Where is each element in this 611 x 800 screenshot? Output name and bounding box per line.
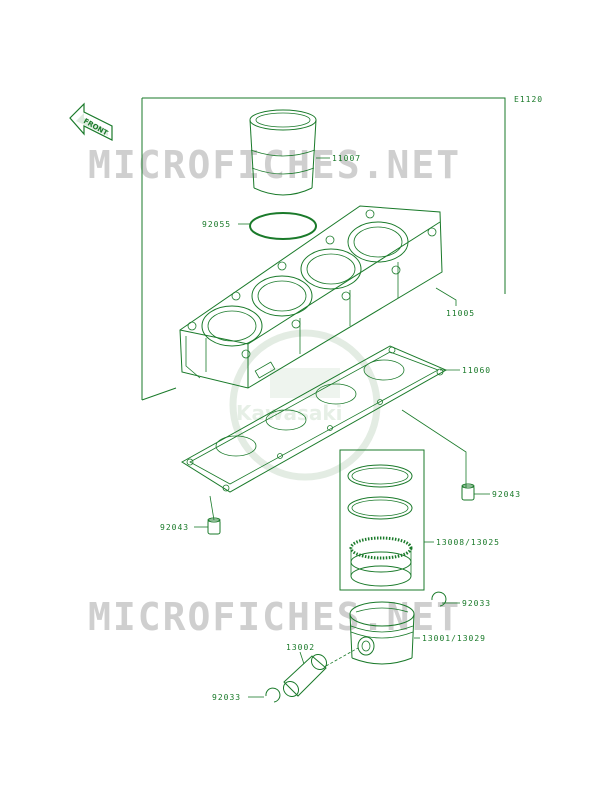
kawasaki-logo-watermark: Kawasaki [229,329,381,481]
part-number-dowel-left: 92043 [160,523,189,532]
piston-pin [282,653,328,698]
front-arrow-icon: FRONT [69,102,113,141]
part-number-dowel-right: 92043 [492,490,521,499]
piston-rings [347,464,413,587]
part-number-cylinder: 11005 [446,309,475,318]
part-number-piston: 13001/13029 [422,634,486,643]
part-number-gasket: 11060 [462,366,491,375]
cylinder-liner [249,109,317,196]
part-number-rings: 13008/13025 [436,538,500,547]
part-number-pin: 13002 [286,643,315,652]
circlip-top [431,591,447,607]
watermark-top: MICROFICHES.NET [88,143,461,187]
watermark-bottom: MICROFICHES.NET [88,595,461,639]
piston [349,601,415,665]
circlip-bottom [265,687,281,703]
ring-set-box [339,449,425,591]
part-number-oring: 92055 [202,220,231,229]
cylinder-block [179,205,443,389]
kawasaki-logo-text: Kawasaki [236,401,343,425]
diagram-code: E1120 [514,95,543,104]
frame-outline [142,97,506,294]
part-number-liner: 11007 [332,154,361,163]
dowel-pin-left [207,517,221,535]
part-number-clip-top: 92033 [462,599,491,608]
dowel-pin-right [461,483,475,501]
o-ring [249,212,317,240]
part-number-clip-bottom: 92033 [212,693,241,702]
